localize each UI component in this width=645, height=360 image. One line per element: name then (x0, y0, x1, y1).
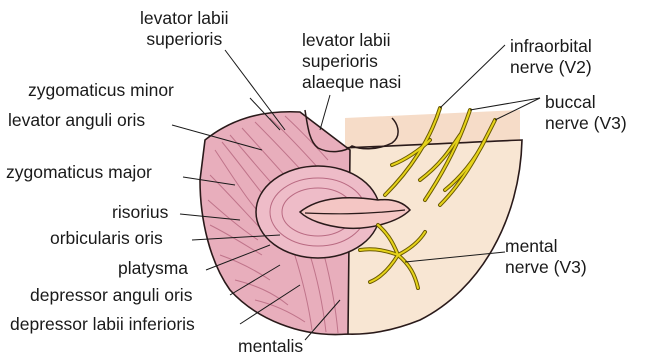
label-zygomaticus-major: zygomaticus major (6, 162, 152, 183)
label-levator-labii-superioris: levator labii superioris (140, 8, 229, 50)
label-mentalis: mentalis (238, 336, 303, 357)
label-orbicularis-oris: orbicularis oris (50, 228, 163, 249)
label-mental-nerve: mental nerve (V3) (505, 236, 587, 278)
label-levator-labii-superioris-alaeque-nasi: levator labii superioris alaeque nasi (302, 30, 401, 93)
label-buccal-nerve: buccal nerve (V3) (545, 92, 627, 134)
label-zygomaticus-minor: zygomaticus minor (28, 80, 174, 101)
label-depressor-anguli-oris: depressor anguli oris (30, 285, 192, 306)
label-platysma: platysma (118, 258, 188, 279)
label-depressor-labii-inferioris: depressor labii inferioris (10, 314, 195, 335)
label-infraorbital-nerve: infraorbital nerve (V2) (510, 36, 592, 78)
label-levator-anguli-oris: levator anguli oris (8, 110, 145, 131)
label-risorius: risorius (112, 202, 168, 223)
